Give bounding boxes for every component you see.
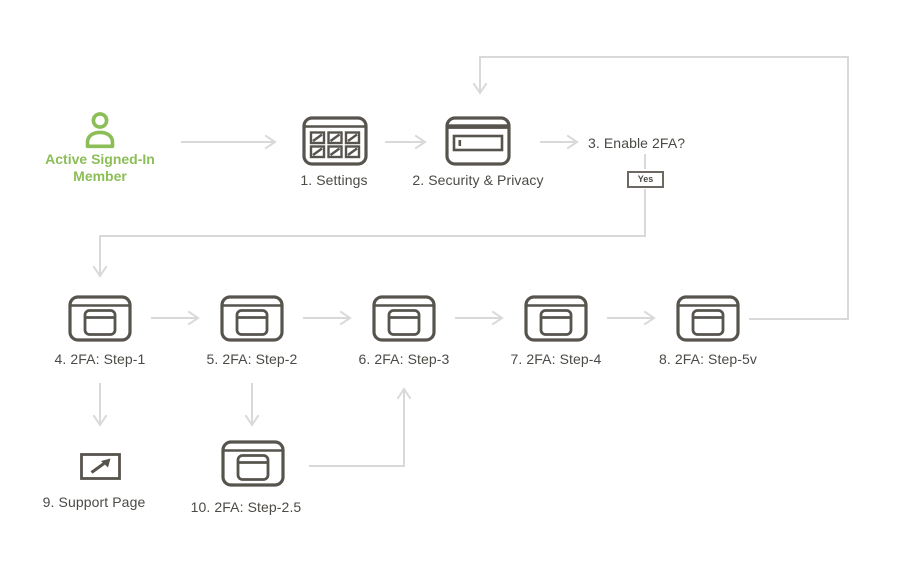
label-2fa-step4: 7. 2FA: Step-4 <box>510 351 602 367</box>
label-enable-2fa: 3. Enable 2FA? <box>588 135 686 151</box>
connector-step5v-loop-to-security <box>472 56 849 320</box>
label-2fa-step5v: 8. 2FA: Step-5v <box>659 351 757 367</box>
label-2fa-step2: 5. 2FA: Step-2 <box>206 351 298 367</box>
arrow-actor-to-settings <box>181 134 277 150</box>
browser-window-icon <box>220 295 284 342</box>
browser-window-icon <box>68 295 132 342</box>
browser-window-icon <box>372 295 436 342</box>
external-link-icon <box>80 453 121 480</box>
label-settings: 1. Settings <box>300 172 368 188</box>
keypad-grid-icon <box>302 116 368 166</box>
arrow-step1-to-step2 <box>151 310 200 326</box>
connector-yes-to-step1 <box>92 189 646 278</box>
yes-decision-badge: Yes <box>627 171 664 188</box>
user-icon <box>82 110 118 150</box>
arrow-step3-to-step4 <box>455 310 504 326</box>
arrow-step2-to-step3 <box>303 310 352 326</box>
label-security-privacy: 2. Security & Privacy <box>412 172 544 188</box>
browser-window-icon <box>676 295 740 342</box>
card-input-icon <box>445 116 511 166</box>
arrow-step4-to-step5v <box>607 310 656 326</box>
label-actor: Active Signed-In Member <box>45 151 155 184</box>
arrow-security-to-enable2fa <box>540 134 579 150</box>
browser-window-icon <box>221 440 285 487</box>
label-2fa-step1: 4. 2FA: Step-1 <box>54 351 146 367</box>
browser-window-icon <box>524 295 588 342</box>
connector-step25-to-step3 <box>309 387 412 467</box>
label-2fa-step3: 6. 2FA: Step-3 <box>358 351 450 367</box>
label-2fa-step2-5: 10. 2FA: Step-2.5 <box>190 499 302 515</box>
label-support-page: 9. Support Page <box>42 494 146 510</box>
arrow-settings-to-security <box>385 134 427 150</box>
arrow-step2-to-step25 <box>244 383 260 427</box>
arrow-step1-to-support <box>92 383 108 427</box>
